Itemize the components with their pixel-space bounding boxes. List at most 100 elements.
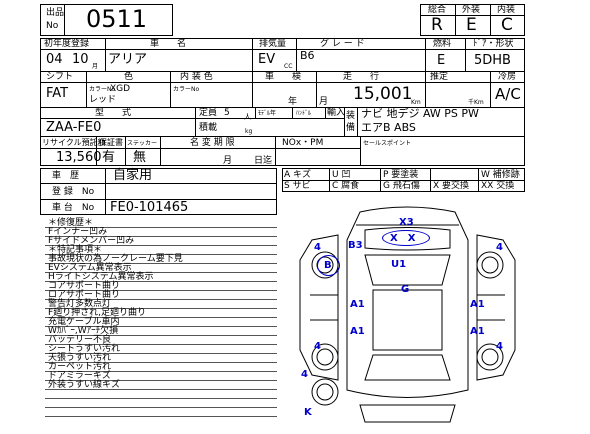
model-year-label: ﾓﾃﾞﾙ年: [258, 110, 277, 117]
legend-w: W 補修跡: [481, 170, 520, 180]
mileage-label: 走 行: [343, 72, 380, 82]
lot-label-no: No: [46, 21, 59, 31]
warranty-label: 保証書: [99, 138, 123, 147]
damage-cabin: G: [401, 284, 410, 295]
legend-a: A キズ: [284, 170, 312, 180]
door-shape: 5DHB: [474, 53, 511, 68]
special-item-9: Wｶﾊﾞｰ,Wｱｰﾁ欠損: [48, 326, 119, 336]
special-item-12: 天張うすい汚れ: [48, 353, 112, 363]
damage-right-rear-side: A1: [470, 326, 485, 337]
lot-number-box: [40, 4, 173, 36]
exterior-score: E: [466, 15, 477, 35]
door-shape-label: ﾄﾞｱ・形状: [473, 39, 514, 49]
grade-label: グ レ ー ド: [320, 39, 365, 49]
color-no-label: カラーNo: [89, 86, 116, 93]
capacity: 5: [224, 108, 230, 118]
handle-label: ﾊﾝﾄﾞﾙ: [296, 110, 312, 117]
load-unit: kg: [245, 128, 253, 135]
registration-no-label: 登 録 No: [52, 187, 95, 197]
grade: B6: [300, 49, 315, 62]
legend-p: P 要塗装: [383, 170, 419, 180]
exterior-score-label: 外装: [462, 5, 481, 15]
inspection-label: 車 検: [265, 72, 302, 82]
capacity-unit: 人: [244, 113, 251, 121]
recycle-fee-label: リサイクル預託額: [42, 138, 106, 147]
displacement: EV: [258, 52, 276, 67]
vehicle-info-grid: [40, 38, 525, 166]
sales-point-label: セールスポイント: [363, 140, 412, 147]
nox-pm-label: NOx・PM: [282, 138, 324, 148]
repair-item-1: Fインナー凹み: [48, 227, 108, 237]
fuel: E: [437, 53, 446, 68]
interior-color-label: 内 装 色: [180, 72, 213, 82]
lot-number: 0511: [86, 5, 148, 33]
shift: FAT: [46, 86, 69, 101]
estimate-label: 推定: [430, 72, 449, 82]
damage-left-rear-side: A1: [350, 326, 365, 337]
load-label: 積載: [199, 123, 218, 133]
warranty: 有: [102, 150, 116, 165]
legend-x: X 要交換: [433, 181, 470, 191]
damage-rr-corner: 4: [496, 341, 503, 352]
special-item-15: 外装うすい線キズ: [48, 380, 121, 390]
model-code-label: 型 式: [95, 108, 132, 118]
import-label: 輸入: [327, 108, 346, 118]
score-box: [420, 4, 525, 36]
damage-fender-left-circle: [317, 255, 340, 276]
car-name: アリア: [108, 52, 148, 67]
first-registration-label: 初年度登録: [44, 39, 90, 49]
history: 自家用: [113, 168, 153, 183]
recycle-fee: 13,560: [56, 150, 102, 165]
special-item-1: 事故現状の為ノークレーム要下見: [48, 254, 183, 264]
overall-score-label: 総合: [428, 5, 447, 15]
special-item-13: カーペット汚れ: [48, 362, 112, 372]
special-item-7: F廻り押され,足廻り曲り: [48, 308, 147, 318]
chassis-no-label: 車 台 No: [52, 203, 95, 213]
thousand-km-unit: 千Km: [468, 99, 484, 106]
month-unit: 月: [92, 63, 99, 70]
overall-score: R: [431, 15, 443, 35]
name-change-label: 名 変 期 限: [190, 138, 235, 148]
damage-fr-corner: 4: [496, 242, 503, 253]
special-item-5: ロアサポート曲り: [48, 290, 121, 300]
shift-label: シフト: [46, 72, 74, 82]
legend-u: U 凹: [332, 170, 351, 180]
special-item-11: シートうすい汚れ: [48, 344, 121, 354]
interior-score: C: [501, 15, 513, 35]
inspection-month-unit: 月: [319, 97, 329, 107]
damage-fl-corner: 4: [314, 242, 321, 253]
equipment-label-2: 備: [346, 123, 356, 133]
car-name-label: 車 名: [150, 39, 187, 49]
first-registration-year: 04: [46, 52, 63, 67]
damage-rear-k: K: [304, 407, 312, 418]
damage-front: X3: [399, 217, 414, 228]
damage-front-inner-circle: [382, 230, 430, 246]
color-label: 色: [124, 72, 134, 82]
damage-rl-corner: 4: [314, 341, 321, 352]
color-no: XGD: [110, 84, 131, 94]
interior-score-label: 内装: [497, 5, 516, 15]
special-item-6: 警告灯多数点灯: [48, 299, 112, 309]
damage-bumper-left: B3: [348, 240, 363, 251]
fuel-label: 燃料: [433, 39, 452, 49]
legend-g: G 飛石傷: [383, 181, 420, 191]
repair-item-2: Fサイドメンバー凹み: [48, 236, 135, 246]
special-item-2: EVシステム異常表示: [48, 263, 132, 273]
damage-right-front-side: A1: [470, 299, 485, 310]
repair-history-header: ＊修復歴＊: [48, 218, 94, 228]
color-name: レッド: [89, 95, 117, 105]
name-change-month-unit: 月: [223, 156, 233, 166]
name-change-day-unit: 日迄: [254, 156, 273, 166]
ac-label: 冷房: [498, 72, 517, 82]
lot-label: 出品: [46, 8, 65, 18]
legend-c: C 腐食: [332, 181, 360, 191]
cc-unit: CC: [284, 63, 293, 70]
sticker-label: ステッカー: [127, 140, 158, 147]
registration-box: [40, 168, 277, 215]
mileage: 15,001: [353, 84, 413, 104]
equipment-label-1: 装: [346, 111, 356, 121]
interior-color-no-label: カラーNo: [173, 86, 200, 93]
special-item-3: Hライトシステム異常表示: [48, 272, 154, 282]
special-item-8: 充電ケーブル車内: [48, 317, 120, 327]
model-code: ZAA-FE0: [46, 120, 102, 135]
